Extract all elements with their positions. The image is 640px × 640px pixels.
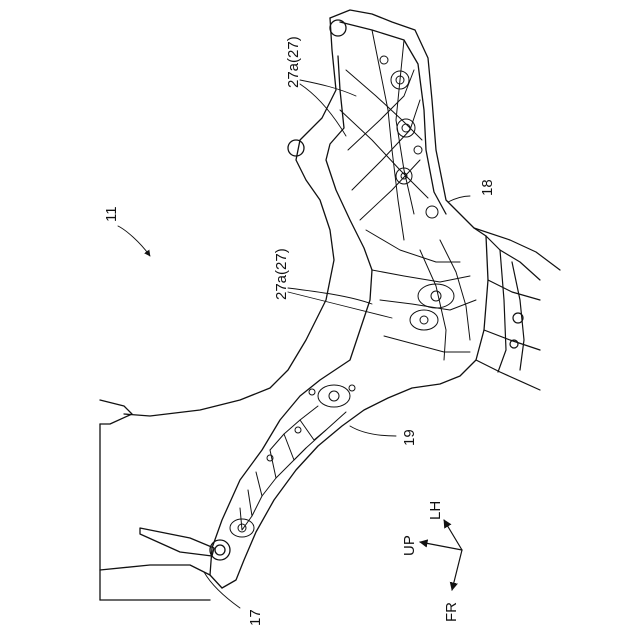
axis-lh-arrow [444, 520, 462, 550]
axis-indicator [420, 520, 462, 590]
label-member-17: 17 [247, 609, 264, 626]
rib-pattern-lower [230, 385, 355, 537]
label-axis-lh: LH [427, 501, 444, 520]
label-axis-up: UP [401, 535, 418, 556]
label-ref-11: 11 [103, 206, 120, 222]
leader-lines [118, 80, 470, 608]
axis-fr-arrow [452, 550, 462, 590]
label-member-19: 19 [401, 429, 418, 446]
label-rib-upper: 27a(27) [285, 36, 302, 88]
label-axis-fr: FR [443, 602, 460, 622]
axis-up-arrow [420, 542, 462, 550]
label-member-18: 18 [479, 179, 496, 196]
label-rib-lower: 27a(27) [273, 248, 290, 300]
